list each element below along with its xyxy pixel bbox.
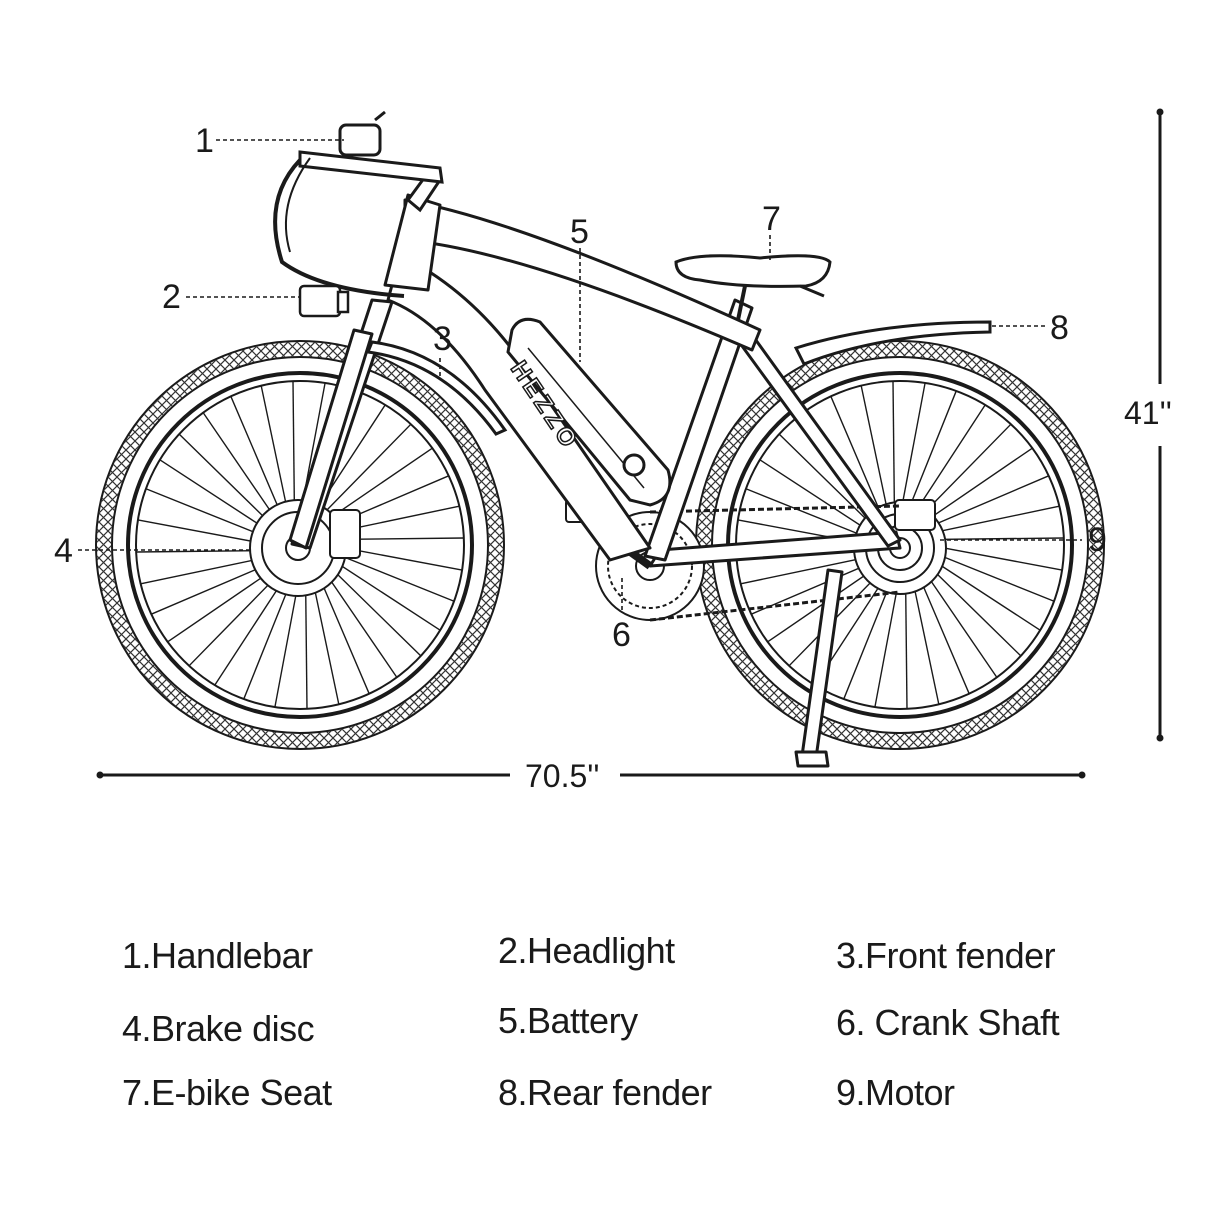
callout-numbers: 1 2 3 4 5 6 7 8 9 — [54, 122, 1107, 654]
legend-item-e-bike-seat: 7.E-bike Seat — [122, 1072, 332, 1113]
callout-9: 9 — [1088, 521, 1107, 559]
front-fender — [365, 340, 508, 436]
callout-2: 2 — [162, 278, 181, 316]
height-label: 41'' — [1124, 395, 1172, 431]
callout-5: 5 — [570, 213, 589, 251]
battery — [506, 317, 672, 507]
e-bike-seat — [674, 254, 832, 321]
callout-1: 1 — [195, 122, 214, 160]
legend-item-front-fender: 3.Front fender — [836, 935, 1056, 976]
callout-leaders — [78, 139, 1082, 612]
callout-8: 8 — [1050, 309, 1069, 347]
callout-4: 4 — [54, 532, 73, 570]
legend-item-brake-disc: 4.Brake disc — [122, 1008, 315, 1049]
length-dimension — [96, 771, 1086, 779]
rear-fender — [793, 320, 992, 366]
height-dimension — [1156, 108, 1164, 742]
callout-3: 3 — [433, 320, 452, 358]
callout-7: 7 — [762, 200, 781, 238]
headlight — [298, 284, 350, 318]
legend-item-handlebar: 1.Handlebar — [122, 935, 313, 976]
length-label: 70.5'' — [525, 758, 600, 794]
legend-item-crank-shaft: 6. Crank Shaft — [836, 1002, 1060, 1043]
legend-item-rear-fender: 8.Rear fender — [498, 1072, 712, 1113]
legend-item-headlight: 2.Headlight — [498, 930, 675, 971]
handlebar — [273, 110, 444, 298]
bike-frame — [288, 193, 902, 768]
callout-6: 6 — [612, 616, 631, 654]
legend-item-motor: 9.Motor — [836, 1072, 955, 1113]
legend-item-battery: 5.Battery — [498, 1000, 638, 1041]
